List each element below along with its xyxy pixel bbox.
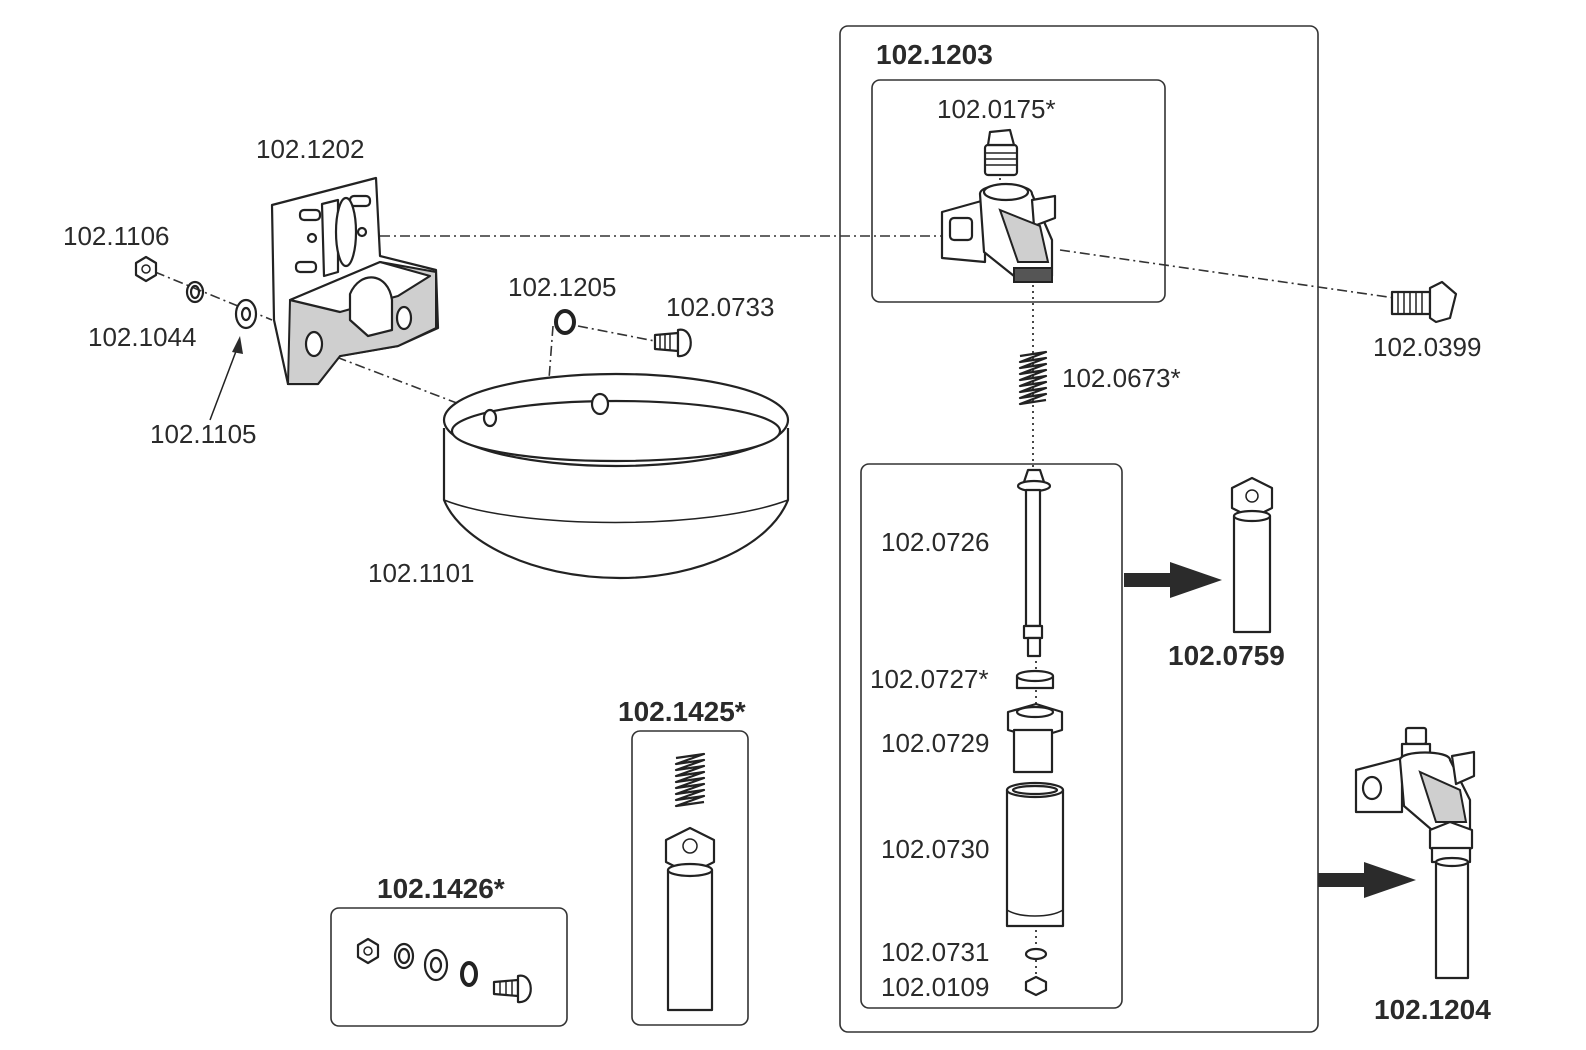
nut-1021106-icon bbox=[134, 255, 158, 283]
axis-line-ring-bolt bbox=[577, 325, 661, 343]
kit-1021425-icon bbox=[664, 752, 716, 1012]
label-1020727: 102.0727* bbox=[870, 664, 989, 694]
label-1021203: 102.1203 bbox=[876, 39, 993, 70]
bolt-1020733-icon bbox=[653, 328, 692, 358]
bracket-part-icon bbox=[270, 176, 440, 386]
valve-body-1021203-icon bbox=[940, 128, 1057, 283]
assembled-pin-1020759-icon bbox=[1230, 476, 1274, 634]
nut-sleeve-1020729-icon bbox=[1006, 702, 1064, 774]
label-1020673: 102.0673* bbox=[1062, 363, 1181, 393]
washer-1020731-icon bbox=[1024, 947, 1048, 961]
label-1021044: 102.1044 bbox=[88, 322, 196, 352]
label-1021106: 102.1106 bbox=[63, 221, 170, 251]
pin-1020726-icon bbox=[1016, 468, 1052, 658]
seal-1020727-icon bbox=[1015, 669, 1055, 690]
label-1021426: 102.1426* bbox=[377, 873, 505, 904]
label-1020733: 102.0733 bbox=[666, 292, 774, 322]
axis-line-valve-bolt bbox=[1059, 249, 1396, 299]
flat-washer-1021105-icon bbox=[234, 298, 258, 330]
split-washer-1021044-icon bbox=[185, 280, 205, 304]
bowl-1021101-icon bbox=[442, 372, 790, 580]
kit-1021425-frame bbox=[631, 730, 749, 1026]
label-1020726: 102.0726 bbox=[881, 527, 989, 557]
nut-1020109-icon bbox=[1024, 975, 1048, 997]
valve-body-frame bbox=[871, 79, 1166, 303]
label-1021202: 102.1202 bbox=[256, 134, 364, 164]
bolt-1020399-icon bbox=[1390, 280, 1458, 324]
label-1020175: 102.0175* bbox=[937, 94, 1056, 124]
label-1020399: 102.0399 bbox=[1373, 332, 1481, 362]
arrow-to-1021204-icon bbox=[1318, 862, 1416, 898]
label-1021205: 102.1205 bbox=[508, 272, 616, 302]
label-1020759: 102.0759 bbox=[1168, 640, 1285, 671]
label-1021101: 102.1101 bbox=[368, 558, 475, 588]
label-1020731: 102.0731 bbox=[881, 937, 989, 967]
leader-arrow-1021105 bbox=[209, 336, 243, 421]
tube-1020730-icon bbox=[1005, 781, 1065, 928]
o-ring-1021205-icon bbox=[554, 309, 576, 335]
valve-assembly-frame bbox=[839, 25, 1319, 1033]
label-1020109: 102.0109 bbox=[881, 972, 989, 1002]
label-1021105: 102.1105 bbox=[150, 419, 257, 449]
label-1021204: 102.1204 bbox=[1374, 994, 1491, 1025]
kit-1021426-icon bbox=[356, 937, 532, 1004]
label-1020730: 102.0730 bbox=[881, 834, 989, 864]
valve-internals-frame bbox=[860, 463, 1123, 1009]
label-1020729: 102.0729 bbox=[881, 728, 989, 758]
axis-line-bracket-bowl bbox=[317, 349, 463, 406]
assembled-valve-1021204-icon bbox=[1354, 726, 1476, 980]
arrow-to-1020759-icon bbox=[1124, 562, 1222, 598]
label-1021425: 102.1425* bbox=[618, 696, 746, 727]
spring-1020673-icon bbox=[1018, 350, 1048, 406]
kit-1021426-frame bbox=[330, 907, 568, 1027]
